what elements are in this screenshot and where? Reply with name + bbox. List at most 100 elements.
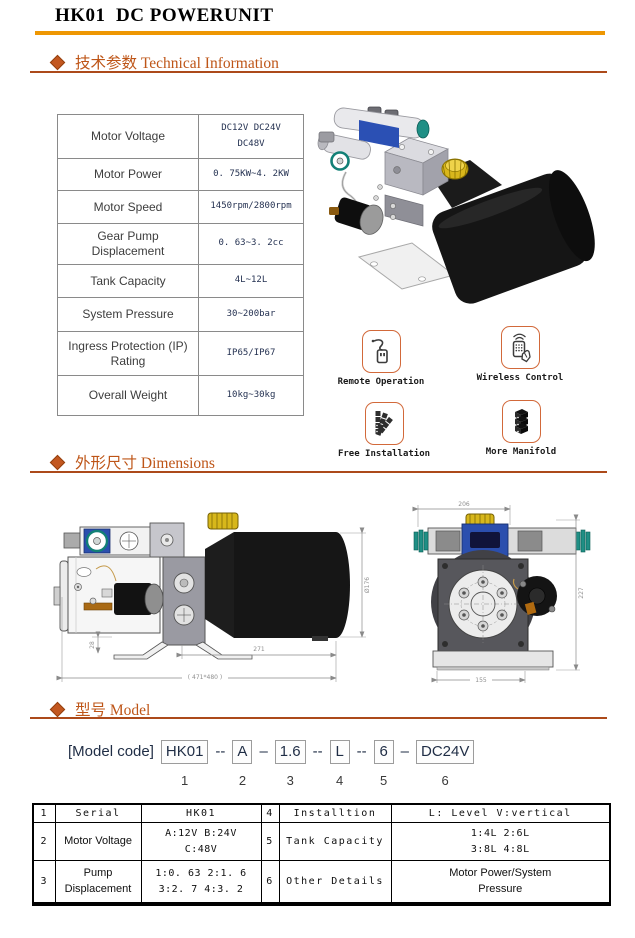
section-heading: 技术参数 Technical Information bbox=[75, 51, 279, 73]
table-row: 2 Motor Voltage A:12V B:24V C:48V 5 Tank… bbox=[32, 822, 611, 861]
heading-en: Technical Information bbox=[140, 55, 279, 72]
code-separator: – bbox=[400, 743, 409, 760]
row-number: 5 bbox=[260, 822, 280, 861]
row-number: 2 bbox=[32, 822, 56, 861]
spec-value: 30~200bar bbox=[198, 297, 304, 332]
code-number: 3 bbox=[286, 773, 294, 788]
row-key: Installtion bbox=[278, 803, 392, 823]
stacked-blocks-icon bbox=[501, 400, 541, 443]
diamond-bullet-icon bbox=[49, 701, 66, 717]
code-box: DC24V bbox=[415, 740, 475, 764]
heading-cn: 型号 bbox=[75, 702, 107, 719]
code-number: 4 bbox=[336, 773, 344, 788]
row-value: 1:4L 2:6L 3:8L 4:8L bbox=[390, 822, 611, 861]
heading-en: Dimensions bbox=[140, 455, 215, 472]
code-number: 5 bbox=[380, 773, 388, 788]
product-render bbox=[317, 106, 595, 304]
model-code-segment: HK01 1 bbox=[160, 740, 209, 788]
feature-remote-operation: Remote Operation bbox=[319, 330, 443, 387]
spec-value: IP65/IP67 bbox=[198, 331, 304, 376]
spec-value: 10kg~30kg bbox=[198, 375, 304, 416]
row-key: Motor Voltage bbox=[54, 822, 142, 861]
dim-width: 206 bbox=[458, 501, 470, 508]
section-rule bbox=[30, 717, 607, 719]
row-key: Tank Capacity bbox=[278, 822, 392, 861]
dim-height: 227 bbox=[578, 587, 585, 599]
model-code-segment: 1.6 3 bbox=[274, 740, 306, 788]
feature-free-installation: Free Installation bbox=[322, 402, 446, 459]
code-separator: -- bbox=[356, 743, 367, 760]
row-value: A:12V B:24V C:48V bbox=[140, 822, 262, 861]
section-heading: 外形尺寸 Dimensions bbox=[75, 451, 215, 473]
spec-label: Motor Power bbox=[57, 158, 199, 191]
code-box: 1.6 bbox=[274, 740, 306, 764]
spec-label: Motor Speed bbox=[57, 190, 199, 224]
usb-plug-icon bbox=[361, 330, 401, 373]
diamond-bullet-icon bbox=[49, 454, 66, 470]
code-number: 2 bbox=[238, 773, 247, 788]
row-value: L: Level V:vertical bbox=[390, 803, 611, 823]
section-dimensions: 外形尺寸 Dimensions bbox=[49, 451, 215, 473]
spec-label: Gear Pump Displacement bbox=[57, 223, 199, 265]
model-table: 1 Serial HK01 4 Installtion L: Level V:v… bbox=[32, 803, 611, 906]
page-title: HK01 DC POWERUNIT bbox=[55, 5, 274, 26]
dim-diameter: Ø176 bbox=[364, 577, 371, 593]
code-box: 6 bbox=[373, 740, 394, 764]
code-number: 1 bbox=[181, 773, 189, 788]
section-technical-information: 技术参数 Technical Information bbox=[49, 51, 279, 73]
section-rule bbox=[30, 71, 607, 73]
table-row: 1 Serial HK01 4 Installtion L: Level V:v… bbox=[32, 803, 611, 823]
spec-value: 4L~12L bbox=[198, 264, 304, 298]
row-number: 4 bbox=[260, 803, 280, 823]
spec-label: Motor Voltage bbox=[57, 114, 199, 159]
spec-label: Overall Weight bbox=[57, 375, 199, 416]
row-value: Motor Power/System Pressure bbox=[390, 860, 611, 905]
code-separator: -- bbox=[312, 743, 323, 760]
model-code-segment: DC24V 6 bbox=[415, 740, 475, 788]
row-value: 1:0. 63 2:1. 6 3:2. 7 4:3. 2 bbox=[140, 860, 262, 905]
section-heading: 型号 Model bbox=[75, 698, 150, 720]
section-rule bbox=[30, 471, 607, 473]
section-model: 型号 Model bbox=[49, 698, 150, 720]
dim-foot: 28 bbox=[89, 641, 96, 649]
dim-length: 271 bbox=[253, 646, 265, 653]
spec-label: Ingress Protection (IP) Rating bbox=[57, 331, 199, 376]
diamond-bullet-icon bbox=[49, 54, 66, 70]
code-box: A bbox=[232, 740, 253, 764]
feature-label: Wireless Control bbox=[476, 373, 564, 383]
model-code-segment: A 2 bbox=[232, 740, 253, 788]
spec-label: Tank Capacity bbox=[57, 264, 199, 298]
spec-value: 0. 75KW~4. 2KW bbox=[198, 158, 304, 191]
spec-value: 1450rpm/2800rpm bbox=[198, 190, 304, 224]
feature-label: More Manifold bbox=[485, 447, 557, 457]
color-swatches-icon bbox=[364, 402, 404, 445]
row-key: Pump Displacement bbox=[54, 860, 142, 905]
front-view-drawing: 206 227 155 bbox=[412, 501, 591, 684]
feature-label: Free Installation bbox=[337, 449, 431, 459]
model-code-segment: 6 5 bbox=[373, 740, 394, 788]
dim-overall: ( 471*480 ) bbox=[188, 674, 222, 681]
code-box: L bbox=[329, 740, 350, 764]
feature-label: Remote Operation bbox=[337, 377, 425, 387]
code-separator: -- bbox=[215, 743, 226, 760]
heading-cn: 外形尺寸 bbox=[75, 455, 138, 472]
row-value: HK01 bbox=[140, 803, 262, 823]
code-separator: – bbox=[259, 743, 268, 760]
row-number: 3 bbox=[32, 860, 56, 905]
table-row: 3 Pump Displacement 1:0. 63 2:1. 6 3:2. … bbox=[32, 860, 611, 905]
model-code-segment: L 4 bbox=[329, 740, 350, 788]
row-key: Other Details bbox=[278, 860, 392, 905]
spec-value: DC12V DC24V DC48V bbox=[198, 114, 304, 159]
feature-wireless-control: Wireless Control bbox=[458, 326, 582, 383]
heading-cn: 技术参数 bbox=[75, 55, 138, 72]
code-number: 6 bbox=[441, 773, 449, 788]
heading-en: Model bbox=[109, 702, 151, 719]
